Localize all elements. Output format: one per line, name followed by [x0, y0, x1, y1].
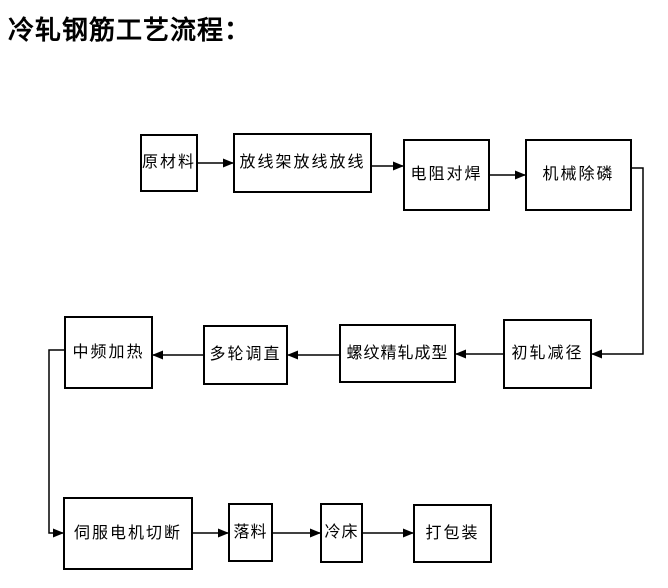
flow-node-blanking: 落料	[228, 503, 273, 562]
flow-node-raw-material: 原材料	[140, 134, 198, 192]
flow-node-cooling-bed: 冷床	[320, 503, 363, 563]
edge-heating-to-cutting	[48, 349, 64, 538]
flow-node-mechanical-descaling: 机械除磷	[525, 139, 632, 211]
flow-node-initial-rolling-reduction: 初轧减径	[503, 319, 592, 389]
flow-node-medium-frequency-heating: 中频加热	[64, 316, 153, 389]
flow-node-resistance-butt-welding: 电阻对焊	[403, 139, 490, 211]
page-title: 冷轧钢筋工艺流程：	[8, 15, 252, 45]
flow-node-servo-motor-cutting: 伺服电机切断	[63, 497, 193, 570]
flow-node-thread-precision-rolling: 螺纹精轧成型	[339, 324, 456, 383]
flow-node-packing: 打包装	[413, 504, 492, 563]
edge-descaling-to-initial-rolling	[591, 167, 644, 359]
flow-node-multi-roller-straightening: 多轮调直	[203, 325, 288, 385]
flow-node-payoff-rack: 放线架放线放线	[233, 133, 372, 193]
